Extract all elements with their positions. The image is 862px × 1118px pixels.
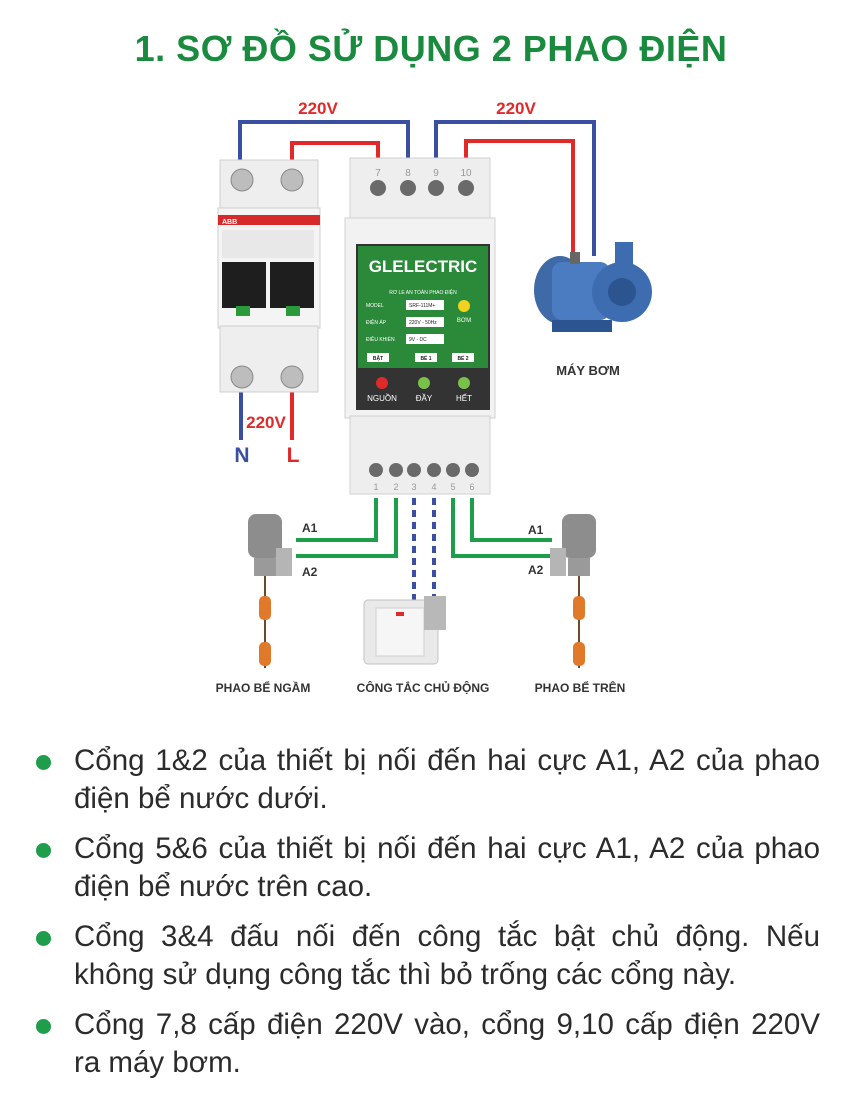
live-label: L — [287, 444, 300, 467]
terminal-10: 10 — [460, 168, 472, 179]
spec-label-voltage: ĐIỆN ÁP — [366, 318, 387, 326]
wire-red-out — [464, 139, 575, 258]
terminal-7: 7 — [375, 168, 381, 179]
instruction-item: Cổng 5&6 của thiết bị nối đến hai cực A1… — [30, 830, 820, 906]
neutral-label: N — [234, 444, 249, 467]
screw-icon — [230, 365, 254, 389]
float-switch-left — [248, 514, 292, 668]
left-float-a2: A2 — [302, 565, 318, 579]
wire-a2-left — [296, 498, 398, 558]
empty-led — [458, 377, 470, 389]
left-float-label: PHAO BỂ NGẦM — [216, 680, 311, 695]
instruction-item: Cổng 1&2 của thiết bị nối đến hai cực A1… — [30, 742, 820, 818]
instruction-list: Cổng 1&2 của thiết bị nối đến hai cực A1… — [30, 742, 820, 1094]
instruction-text: Cổng 5&6 của thiết bị nối đến hai cực A1… — [74, 832, 820, 903]
spec-value-voltage: 220V - 50Hz — [409, 320, 437, 326]
power-led — [376, 377, 388, 389]
bottom-terminal-screws — [369, 463, 479, 477]
full-led — [418, 377, 430, 389]
circuit-breaker: ABB — [217, 159, 321, 393]
top-terminal-screws — [370, 180, 474, 196]
instruction-text: Cổng 3&4 đấu nối đến công tắc bật chủ độ… — [74, 920, 820, 991]
spec-value-control: 9V - DC — [409, 337, 427, 343]
button-label-tank1: BỂ 1 — [420, 355, 431, 362]
wire-blue-out — [434, 120, 596, 256]
screw-icon — [230, 168, 254, 192]
terminal-4: 4 — [431, 482, 436, 492]
bullet-dot-icon — [36, 1019, 51, 1034]
instruction-item: Cổng 3&4 đấu nối đến công tắc bật chủ độ… — [30, 918, 820, 994]
instruction-text: Cổng 1&2 của thiết bị nối đến hai cực A1… — [74, 744, 820, 815]
wire-a2-right — [451, 498, 552, 558]
terminal-2: 2 — [393, 482, 398, 492]
terminal-5: 5 — [450, 482, 455, 492]
screw-icon — [280, 168, 304, 192]
terminal-3: 3 — [411, 482, 416, 492]
spec-label-model: MODEL — [366, 303, 384, 309]
wiring-diagram: 220V 220V ABB 220V N L 7 8 9 10 — [216, 99, 652, 695]
voltage-label-right: 220V — [496, 99, 536, 118]
page-title: 1. SƠ ĐỒ SỬ DỤNG 2 PHAO ĐIỆN — [134, 28, 728, 69]
switch-wires — [412, 498, 436, 608]
wall-switch-icon — [363, 596, 446, 665]
wire-a1-right — [470, 498, 552, 542]
wire-blue-in — [238, 120, 410, 175]
pump-label: MÁY BƠM — [556, 363, 620, 378]
led-label-full: ĐẦY — [416, 393, 433, 403]
instruction-text: Cổng 7,8 cấp điện 220V vào, cổng 9,10 cấ… — [74, 1008, 820, 1079]
voltage-label-left: 220V — [298, 99, 338, 118]
right-float-a1: A1 — [528, 523, 544, 537]
bullet-dot-icon — [36, 755, 51, 770]
voltage-label-input: 220V — [246, 413, 286, 432]
button-label-tank2: BỂ 2 — [457, 355, 468, 362]
spec-label-control: ĐIỀU KHIỂN — [366, 336, 395, 343]
bullet-dot-icon — [36, 843, 51, 858]
left-float-a1: A1 — [302, 521, 318, 535]
led-label-empty: HẾT — [456, 393, 472, 403]
wire-red-in — [290, 141, 380, 175]
instruction-item: Cổng 7,8 cấp điện 220V vào, cổng 9,10 cấ… — [30, 1006, 820, 1082]
right-float-a2: A2 — [528, 563, 544, 577]
button-label-on: BẬT — [373, 355, 383, 362]
switch-label: CÔNG TẮC CHỦ ĐỘNG — [357, 680, 490, 695]
pump-icon — [534, 242, 652, 332]
relay-device: 7 8 9 10 GLELECTRIC RƠ LE AN TOÀN PHAO Đ… — [344, 157, 496, 495]
device-subtitle: RƠ LE AN TOÀN PHAO ĐIỆN — [389, 288, 457, 296]
led-label-power: NGUỒN — [367, 393, 397, 403]
terminal-8: 8 — [405, 168, 411, 179]
terminal-1: 1 — [373, 482, 378, 492]
terminal-9: 9 — [433, 168, 439, 179]
right-float-label: PHAO BỂ TRÊN — [535, 680, 626, 695]
screw-icon — [280, 365, 304, 389]
float-switch-right — [550, 514, 596, 668]
wire-a1-left — [296, 498, 378, 542]
breaker-brand: ABB — [222, 219, 237, 226]
bullet-dot-icon — [36, 931, 51, 946]
spec-value-model: SRF-111M+ — [409, 303, 435, 309]
terminal-6: 6 — [469, 482, 474, 492]
power-wires — [238, 120, 596, 558]
device-brand: GLELECTRIC — [369, 257, 478, 276]
pump-indicator-led — [458, 300, 470, 312]
pump-indicator-label: BƠM — [457, 318, 471, 324]
